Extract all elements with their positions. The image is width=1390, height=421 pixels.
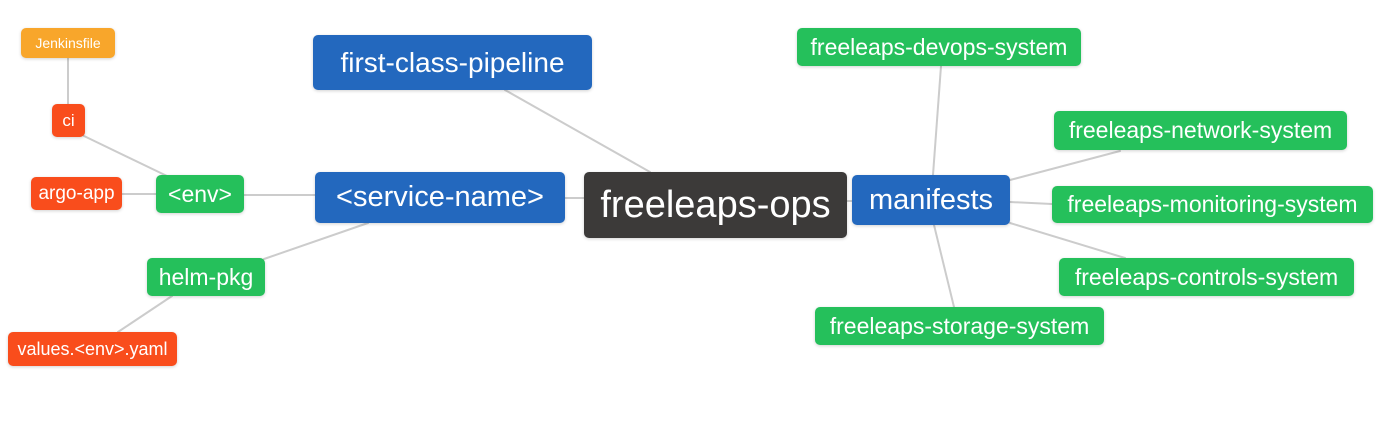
edge-ci-env (83, 135, 168, 177)
node-controls-system[interactable]: freeleaps-controls-system (1059, 258, 1354, 296)
node-argo-app[interactable]: argo-app (31, 177, 122, 210)
node-ci[interactable]: ci (52, 104, 85, 137)
edge-helm-pkg-service-name (263, 222, 369, 260)
node-jenkinsfile[interactable]: Jenkinsfile (21, 28, 115, 58)
node-label: freeleaps-network-system (1068, 117, 1333, 143)
node-label: freeleaps-storage-system (829, 312, 1090, 339)
node-label: helm-pkg (158, 263, 254, 290)
edge-manifests-storage-system (933, 224, 955, 308)
node-freeleaps-ops[interactable]: freeleaps-ops (584, 172, 847, 238)
node-label: freeleaps-devops-system (810, 33, 1068, 60)
node-env[interactable]: <env> (156, 175, 244, 213)
edge-manifests-monitoring-system (1009, 201, 1053, 205)
edge-manifests-controls-system (1009, 222, 1126, 259)
node-first-class-pipeline[interactable]: first-class-pipeline (313, 35, 592, 90)
node-service-name[interactable]: <service-name> (315, 172, 565, 223)
node-label: freeleaps-monitoring-system (1067, 191, 1358, 217)
node-monitoring-system[interactable]: freeleaps-monitoring-system (1052, 186, 1373, 223)
node-storage-system[interactable]: freeleaps-storage-system (815, 307, 1104, 345)
node-label: freeleaps-ops (600, 184, 831, 226)
node-helm-pkg[interactable]: helm-pkg (147, 258, 265, 296)
node-label: <env> (168, 180, 232, 207)
node-label: ci (62, 111, 75, 130)
node-network-system[interactable]: freeleaps-network-system (1054, 111, 1347, 150)
node-manifests[interactable]: manifests (852, 175, 1010, 225)
edge-manifests-devops-system (932, 65, 942, 176)
node-label: values.<env>.yaml (17, 339, 168, 359)
node-values-env-yaml[interactable]: values.<env>.yaml (8, 332, 177, 366)
edge-first-class-pipeline-freeleaps-ops (504, 89, 651, 173)
node-label: first-class-pipeline (340, 46, 565, 78)
node-label: argo-app (38, 183, 115, 204)
node-label: manifests (868, 183, 994, 216)
node-label: Jenkinsfile (35, 35, 101, 51)
node-label: <service-name> (336, 181, 544, 213)
edge-values-env-yaml-helm-pkg (117, 295, 173, 333)
edge-manifests-network-system (1009, 150, 1121, 181)
node-devops-system[interactable]: freeleaps-devops-system (797, 28, 1081, 66)
node-label: freeleaps-controls-system (1074, 263, 1339, 290)
